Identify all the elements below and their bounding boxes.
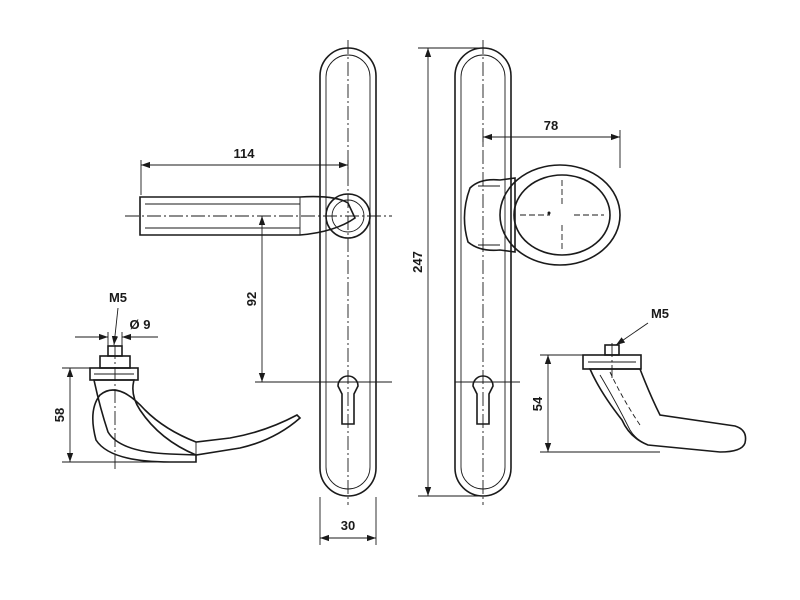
dimension-knob-thread: M5 bbox=[615, 306, 669, 346]
dimension-lever-thread: M5 bbox=[109, 290, 127, 346]
dimension-knob-projection: 78 bbox=[482, 118, 621, 168]
dimension-label-114: 114 bbox=[234, 146, 256, 161]
dimension-plate-width: 30 bbox=[319, 497, 377, 545]
knob-side-body bbox=[588, 368, 747, 453]
label-diameter-9: Ø 9 bbox=[130, 317, 151, 332]
keyhole-cutout bbox=[472, 375, 494, 425]
dimension-label-30: 30 bbox=[341, 518, 355, 533]
side-view-knob bbox=[582, 343, 747, 453]
label-m5-knob: M5 bbox=[651, 306, 669, 321]
keyhole-cutout bbox=[337, 375, 359, 425]
front-view-knob-plate bbox=[454, 40, 621, 505]
knob-outer-ring bbox=[499, 164, 621, 266]
dimension-lever-length: 114 bbox=[140, 146, 349, 195]
dimension-label-247: 247 bbox=[410, 251, 425, 273]
dimension-lever-collar-diameter: Ø 9 bbox=[75, 317, 158, 346]
lever-arm bbox=[139, 195, 357, 236]
dimension-lever-height: 58 bbox=[52, 367, 170, 463]
dimension-label-78: 78 bbox=[544, 118, 558, 133]
dimension-label-58: 58 bbox=[52, 408, 67, 422]
label-m5-lever: M5 bbox=[109, 290, 127, 305]
lever-curved-arm bbox=[92, 379, 302, 463]
dimension-spindle-to-keyhole: 92 bbox=[244, 216, 266, 382]
side-view-lever bbox=[89, 345, 302, 470]
front-view-lever-plate bbox=[125, 40, 392, 505]
dimension-label-92: 92 bbox=[244, 292, 259, 306]
dimension-label-54: 54 bbox=[530, 396, 545, 411]
dimension-knob-height: 54 bbox=[530, 354, 660, 453]
knob-neck bbox=[463, 177, 516, 253]
dimension-plate-height: 247 bbox=[410, 47, 483, 497]
knob-inner-ring bbox=[513, 174, 611, 256]
